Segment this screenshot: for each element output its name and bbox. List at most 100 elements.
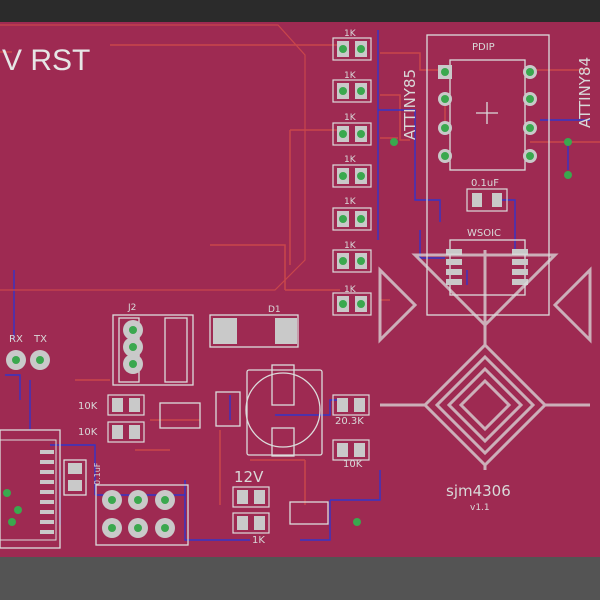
- mcu-keepout-box: [426, 34, 550, 316]
- logo-arc-top: [411, 253, 559, 328]
- through-hole-drill-4: [129, 343, 137, 351]
- wsoic-label: WSOIC: [467, 228, 501, 239]
- usb-ic-pin-5: [40, 490, 54, 494]
- window-frame-top: [0, 0, 600, 22]
- resistor-outline-1: [332, 37, 372, 61]
- smd-part-outline-6: [232, 512, 270, 534]
- usb-ic-pin-2: [40, 460, 54, 464]
- small-smd-parts: [0, 318, 370, 541]
- attiny84-label: ATTINY84: [576, 57, 594, 128]
- usb-ic-pin-1: [40, 450, 54, 454]
- resistor-via-b-4: [357, 172, 365, 180]
- smd-part-pad-a-5: [237, 490, 248, 504]
- resistor-outline-5: [332, 207, 372, 231]
- ic-footprints: [426, 34, 550, 316]
- transistor-bottom-outline: [289, 501, 329, 525]
- pdip-hole-right-3: [526, 124, 534, 132]
- board-outline: [0, 24, 306, 291]
- via-1: [390, 138, 398, 146]
- smd-part-pad-b-1: [129, 398, 140, 412]
- resistor-via-a-4: [339, 172, 347, 180]
- pdip-label: PDIP: [472, 42, 495, 53]
- r3-label: 1K: [344, 113, 357, 123]
- d1-pad-2: [275, 318, 297, 344]
- cap-electrolytic-outline: [246, 369, 323, 456]
- transistor-outline: [159, 402, 201, 429]
- via-5: [3, 489, 11, 497]
- wsoic-pad-left-4: [446, 279, 462, 285]
- through-hole-drill-11: [161, 524, 169, 532]
- window-frame-bottom: [0, 560, 600, 600]
- sjm4306-logo: [378, 250, 592, 470]
- pdip-hole-left-1: [441, 68, 449, 76]
- pdip-hole-right-1: [526, 68, 534, 76]
- cap-electrolytic-pad-2: [271, 427, 295, 457]
- header-2x3-outline: [95, 484, 189, 546]
- cap-electrolytic-circle: [245, 372, 321, 448]
- smd-part-pad-a-3: [337, 398, 348, 412]
- resistor-via-b-2: [357, 87, 365, 95]
- logo-ring-2: [434, 354, 536, 456]
- j2-label: J2: [127, 303, 136, 313]
- pdip-hole-right-4: [526, 152, 534, 160]
- through-hole-drill-6: [108, 496, 116, 504]
- smd-part-pad-b-2: [129, 425, 140, 439]
- resistor-via-a-5: [339, 215, 347, 223]
- j2-outline: [112, 314, 194, 386]
- pdip-pads: [438, 65, 537, 163]
- resistor-outline-4: [332, 164, 372, 188]
- resistor-via-a-7: [339, 300, 347, 308]
- cap-left-label: 0.1uF: [93, 462, 102, 485]
- pdip-hole-left-2: [441, 95, 449, 103]
- resistor-via-a-2: [339, 87, 347, 95]
- cap-0.1uf-top: [466, 188, 508, 212]
- smd-part-pad-b-5: [254, 490, 265, 504]
- through-hole-drill-2: [36, 356, 44, 364]
- usb-ic-pin-3: [40, 470, 54, 474]
- via-2: [564, 138, 572, 146]
- d1-outline: [209, 314, 299, 348]
- via-3: [564, 171, 572, 179]
- wsoic-pad-right-3: [512, 269, 528, 275]
- r7-label: 1K: [344, 285, 357, 295]
- wsoic-outline: [449, 239, 526, 296]
- d1-pad-1: [213, 318, 237, 344]
- r1k-bottom-label: 1K: [252, 535, 265, 546]
- pdip-hole-right-2: [526, 95, 534, 103]
- resistor-outline-2: [332, 79, 372, 103]
- cap-left-pad-a: [68, 463, 82, 474]
- r5-label: 1K: [344, 197, 357, 207]
- logo-ring-3: [446, 366, 524, 444]
- cap-top-label: 0.1uF: [471, 178, 499, 189]
- cap-electrolytic-pad-1: [271, 364, 295, 406]
- wsoic-pad-left-3: [446, 269, 462, 275]
- smd-part-pad-a-4: [337, 443, 348, 457]
- logo-arc-left: [378, 266, 418, 344]
- logo-ring-4: [458, 378, 512, 432]
- resistor-via-b-5: [357, 215, 365, 223]
- through-hole-drill-9: [108, 524, 116, 532]
- smd-part-outline-5: [232, 486, 270, 508]
- logo-name-label: sjm4306: [446, 482, 511, 500]
- r4-label: 1K: [344, 155, 357, 165]
- v12-label: 12V: [234, 468, 264, 486]
- via-4: [353, 518, 361, 526]
- resistor-via-b-7: [357, 300, 365, 308]
- r2-label: 1K: [344, 71, 357, 81]
- via-7: [8, 518, 16, 526]
- usb-ic-pin-8: [40, 520, 54, 524]
- wsoic-pad-right-2: [512, 259, 528, 265]
- smd-part-outline-2: [107, 421, 145, 443]
- wsoic-pad-right-1: [512, 249, 528, 255]
- through-hole-pads: [6, 320, 175, 538]
- resistor-via-a-1: [339, 45, 347, 53]
- silkscreen-labels: V RST 1K 1K 1K 1K 1K 1K 1K PDIP ATTINY85…: [2, 29, 594, 546]
- cap-left-pad-b: [68, 480, 82, 491]
- usb-ic-pin-6: [40, 500, 54, 504]
- pdip-hole-left-4: [441, 152, 449, 160]
- smd-part-pad-b-4: [354, 443, 365, 457]
- r6-label: 1K: [344, 241, 357, 251]
- resistor-via-b-1: [357, 45, 365, 53]
